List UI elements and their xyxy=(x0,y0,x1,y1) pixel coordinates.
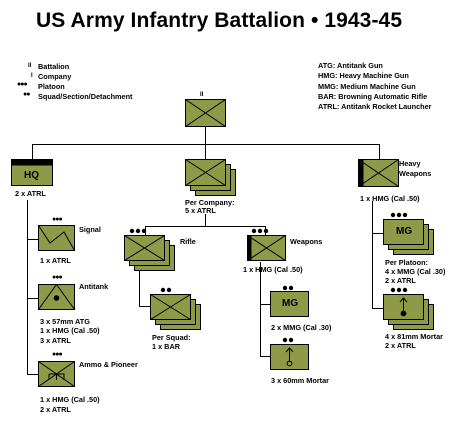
ammo-equipment-atrl: 2 x ATRL xyxy=(40,405,71,414)
mg-section-equipment: 2 x MMG (Cal .30) xyxy=(271,323,332,332)
legend-marker-company: I xyxy=(31,73,33,79)
abbr-mmg: MMG: Medium Machine Gun xyxy=(318,82,416,91)
legend-label-company: Company xyxy=(38,72,72,81)
rifle-squad-note-bar: 1 x BAR xyxy=(152,342,180,351)
signal-symbol xyxy=(38,225,75,251)
infantry-battalion-symbol xyxy=(185,99,226,127)
abbr-bar: BAR: Browning Automatic Rifle xyxy=(318,92,428,101)
antitank-size-marker: ●●● xyxy=(52,274,63,281)
mg-section-symbol xyxy=(270,291,309,317)
hq-symbol xyxy=(11,159,53,186)
ammo-pioneer-symbol xyxy=(38,361,75,387)
legend-label-platoon: Platoon xyxy=(38,82,65,91)
antitank-equipment-hmg: 1 x HMG (Cal .50) xyxy=(40,326,100,335)
abbr-hmg: HMG: Heavy Machine Gun xyxy=(318,71,409,80)
legend-marker-platoon: ●●● xyxy=(17,81,28,88)
heavy-weapons-name-line1: Heavy xyxy=(399,159,421,168)
hw-mg-note-heading: Per Platoon: xyxy=(385,258,428,267)
mg-section-label: MG xyxy=(282,298,299,309)
legend-label-squad: Squad/Section/Detachment xyxy=(38,92,133,101)
rifle-company-note-heading: Per Company: xyxy=(185,198,235,207)
battalion-size-marker: II xyxy=(200,92,204,98)
heavy-weapons-symbol xyxy=(358,159,399,187)
hw-mortar-equipment-atrl: 2 x ATRL xyxy=(385,341,416,350)
legend-label-battalion: Battalion xyxy=(38,62,70,71)
weapons-platoon-name: Weapons xyxy=(290,237,323,246)
signal-name: Signal xyxy=(79,225,101,234)
legend-marker-battalion: II xyxy=(28,63,32,69)
mortar-section-symbol xyxy=(270,344,309,370)
abbr-atrl: ATRL: Antitank Rocket Launcher xyxy=(318,102,432,111)
rifle-squad-note-heading: Per Squad: xyxy=(152,333,191,342)
hw-mg-platoon-symbol xyxy=(383,219,434,255)
hw-mg-note-atrl: 2 x ATRL xyxy=(385,276,416,285)
hq-equipment: 2 x ATRL xyxy=(15,189,46,198)
heavy-weapons-equipment: 1 x HMG (Cal .50) xyxy=(360,194,420,203)
rifle-platoon-name: Rifle xyxy=(180,237,196,246)
rifle-platoon-symbol xyxy=(124,235,175,271)
hw-mortar-equipment-mortar: 4 x 81mm Mortar xyxy=(385,332,443,341)
legend-marker-squad: ●● xyxy=(23,91,31,98)
signal-size-marker: ●●● xyxy=(52,216,63,223)
mortar-section-equipment: 3 x 60mm Mortar xyxy=(271,376,329,385)
rifle-company-note-atrl: 5 x ATRL xyxy=(185,206,216,215)
antitank-name: Antitank xyxy=(79,282,109,291)
antitank-equipment-atrl: 3 x ATRL xyxy=(40,336,71,345)
ammo-equipment-hmg: 1 x HMG (Cal .50) xyxy=(40,395,100,404)
hw-mg-platoon-label: MG xyxy=(396,226,413,237)
hq-label: HQ xyxy=(24,170,39,181)
rifle-company-symbol xyxy=(185,159,236,196)
hw-mortar-platoon-symbol xyxy=(383,294,434,330)
abbr-atg: ATG: Antitank Gun xyxy=(318,61,383,70)
rifle-squad-symbol xyxy=(150,294,201,330)
weapons-platoon-equipment: 1 x HMG (Cal .50) xyxy=(243,265,303,274)
antitank-equipment-atg: 3 x 57mm ATG xyxy=(40,317,90,326)
chart-title: US Army Infantry Battalion • 1943-45 xyxy=(36,9,403,32)
hw-mg-note-mmg: 4 x MMG (Cal .30) xyxy=(385,267,446,276)
heavy-weapons-name-line2: Weapons xyxy=(399,169,432,178)
antitank-symbol xyxy=(38,284,75,310)
weapons-platoon-symbol xyxy=(247,235,286,261)
signal-equipment: 1 x ATRL xyxy=(40,256,71,265)
ammo-name: Ammo & Pioneer xyxy=(79,360,138,369)
ammo-size-marker: ●●● xyxy=(52,351,63,358)
